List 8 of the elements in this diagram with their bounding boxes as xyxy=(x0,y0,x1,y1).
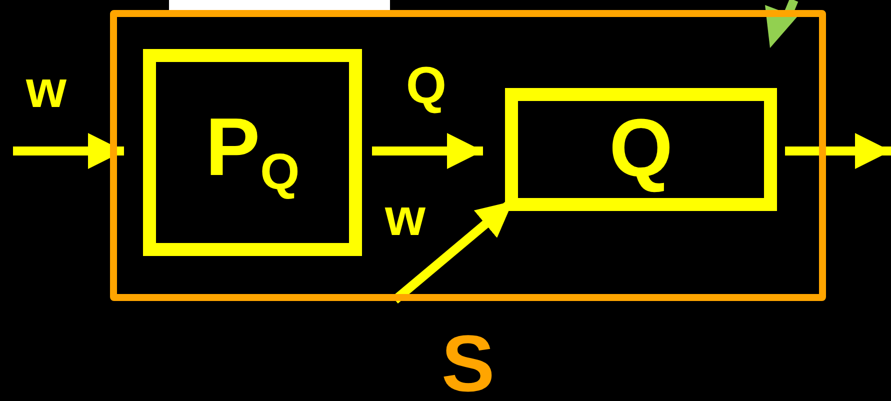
block-label: Q xyxy=(608,108,674,190)
block-label: P$_{Q}$ xyxy=(204,107,301,198)
arrow xyxy=(785,133,891,169)
process-box xyxy=(505,88,777,211)
arrow xyxy=(13,133,124,169)
arrow xyxy=(372,133,483,169)
system-label: S xyxy=(440,324,496,401)
process-box xyxy=(143,49,362,256)
